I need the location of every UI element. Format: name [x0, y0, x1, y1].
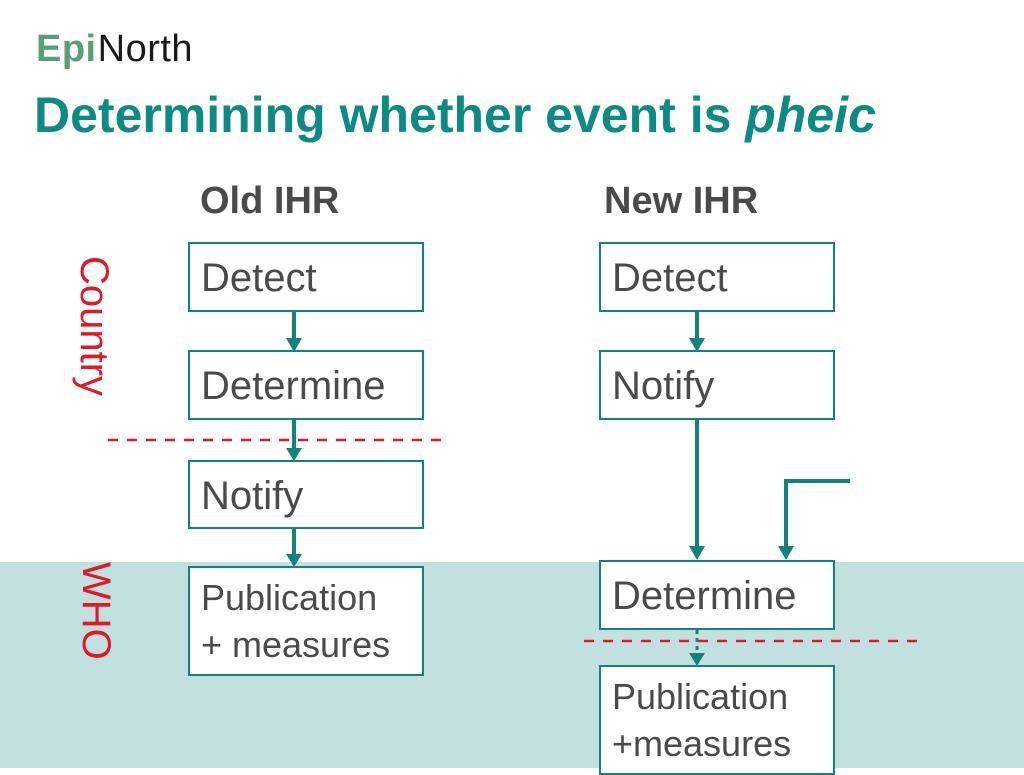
new-publication-line1: Publication [612, 676, 789, 717]
new-publication-line2: +measures [612, 723, 792, 764]
new-notify-box: Notify [599, 350, 835, 420]
new-publication-box: Publication +measures [599, 665, 835, 775]
new-determine-label: Determine [612, 574, 797, 618]
old-publication-line2: + measures [201, 624, 391, 665]
country-label: Country [72, 256, 116, 397]
new-arrowhead-3 [778, 546, 794, 560]
old-detect-label: Detect [201, 256, 317, 300]
old-detect-box: Detect [188, 242, 424, 312]
logo-north: North [97, 27, 194, 70]
new-determine-box: Determine [599, 560, 835, 630]
old-determine-label: Determine [201, 364, 386, 408]
old-notify-box: Notify [188, 460, 424, 529]
who-label: WHO [74, 562, 118, 660]
old-determine-box: Determine [188, 350, 424, 420]
new-detect-label: Detect [612, 256, 728, 300]
old-publication-line1: Publication [201, 577, 378, 618]
new-detect-box: Detect [599, 242, 835, 312]
old-publication-box: Publication + measures [188, 566, 424, 676]
logo-epi: Epi [36, 27, 97, 70]
old-ihr-heading: Old IHR [200, 180, 340, 222]
new-ihr-heading: New IHR [604, 180, 759, 222]
page-title: Determining whether event is pheic [34, 86, 876, 144]
who-region-band [0, 562, 1024, 768]
new-arrow-external-determine [784, 479, 850, 550]
title-emphasis: pheic [745, 87, 876, 143]
new-notify-label: Notify [612, 364, 715, 408]
old-notify-label: Notify [201, 474, 304, 518]
title-main: Determining whether event is [34, 87, 746, 143]
new-arrowhead-2 [689, 546, 705, 560]
